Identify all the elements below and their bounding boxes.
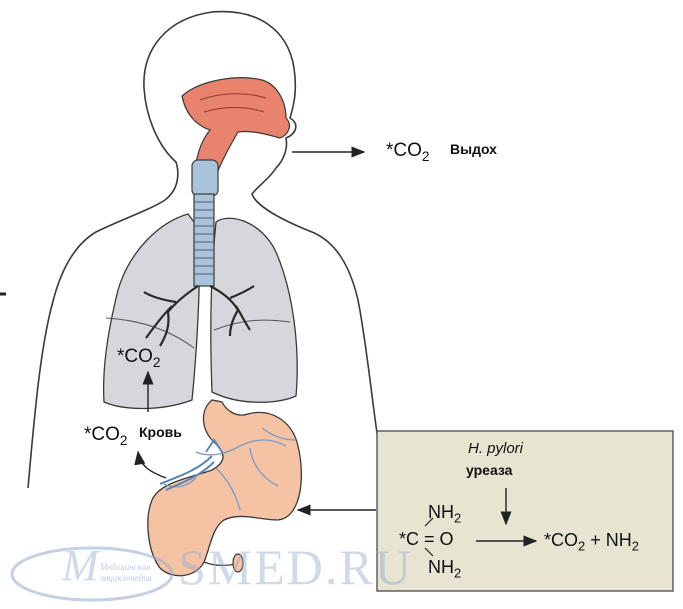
enzyme-label: уреаза xyxy=(466,462,512,478)
lung-co2-label: *CO2 xyxy=(117,346,161,370)
blood-label: Кровь xyxy=(139,424,182,440)
watermark-logo-line1: Медицинская xyxy=(100,562,150,572)
blood-co2-label: *CO2 xyxy=(84,424,128,448)
nh2-bottom-label: NH2 xyxy=(428,557,461,581)
larynx xyxy=(192,160,218,196)
right-lung xyxy=(211,218,297,402)
reaction-box xyxy=(377,431,673,591)
left-lung xyxy=(104,214,200,409)
stomach-to-blood-arrow xyxy=(138,452,166,478)
products-label: *CO2 + NH2 xyxy=(544,530,639,554)
exhale-co2-label: *CO2 xyxy=(386,140,430,164)
trachea xyxy=(194,194,214,286)
organism-label: H. pylori xyxy=(468,440,523,457)
watermark-logo-line2: энциклопедия xyxy=(100,573,152,583)
watermark-logo-letter: M xyxy=(62,540,101,591)
exhale-label: Выдох xyxy=(450,141,497,157)
nh2-top-label: NH2 xyxy=(428,502,461,526)
watermark-text: SMED.RU xyxy=(178,538,413,596)
